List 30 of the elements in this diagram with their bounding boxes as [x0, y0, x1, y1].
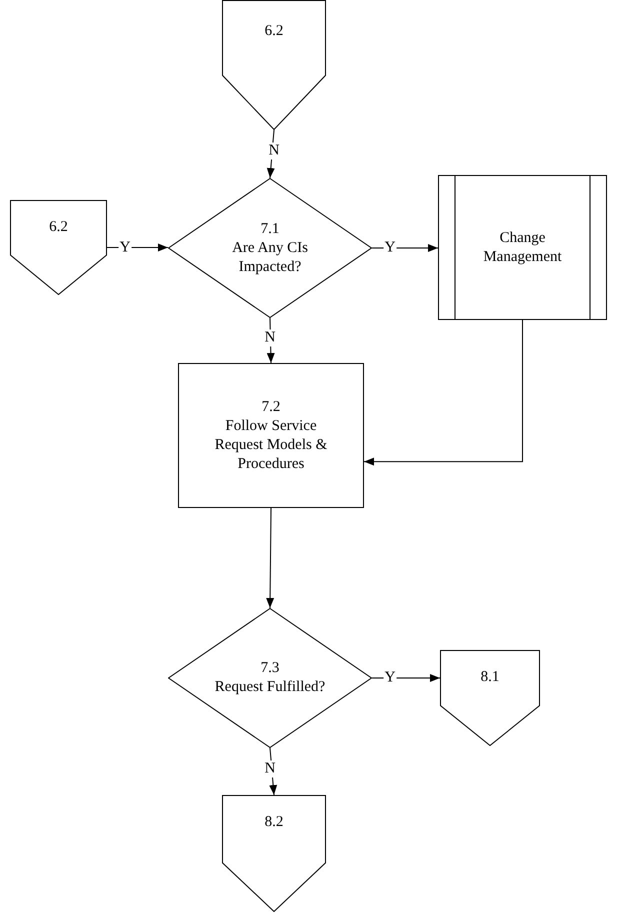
- offpage-connector: [222, 0, 326, 130]
- edge-label: N: [264, 760, 276, 777]
- node-label: 7.2: [262, 398, 280, 416]
- node-label: 8.1: [480, 668, 500, 687]
- node-label: 6.2: [49, 218, 68, 237]
- arrow: [372, 244, 438, 252]
- node-label: 8.2: [264, 813, 284, 832]
- arrow: [269, 748, 278, 796]
- node-label: Request Fulfilled?: [214, 678, 326, 697]
- node-label: 7.1: [260, 220, 280, 238]
- edge-label: N: [268, 142, 280, 160]
- decision-diamond: [168, 608, 372, 748]
- offpage-connector: [10, 200, 107, 295]
- offpage-connector: [440, 650, 540, 746]
- decision-diamond: [168, 178, 372, 318]
- node-label: Are Any CIs Impacted?: [231, 238, 309, 276]
- node-label: 6.2: [264, 22, 284, 41]
- process-box: [178, 363, 364, 508]
- offpage-connector: [222, 795, 326, 912]
- node-label: Change Management: [482, 228, 563, 266]
- arrow: [266, 318, 275, 364]
- predefined-process-box: [438, 175, 607, 320]
- arrow: [364, 320, 523, 466]
- arrow: [266, 130, 275, 178]
- arrow: [372, 674, 440, 682]
- edge-label: N: [264, 329, 276, 346]
- arrow: [266, 508, 274, 608]
- arrow: [106, 244, 168, 252]
- node-label: 7.3: [260, 659, 280, 678]
- node-label: Follow Service Request Models & Procedures: [214, 416, 328, 474]
